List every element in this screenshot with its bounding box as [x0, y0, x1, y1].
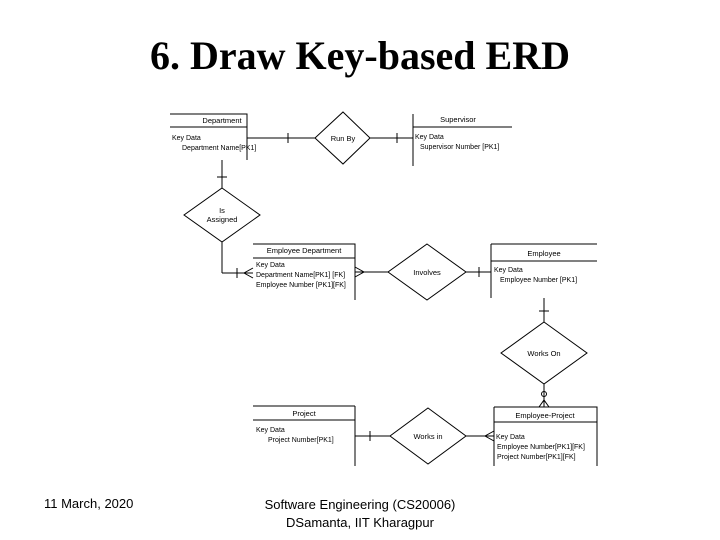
relationship-involves-diamond: [387, 243, 467, 301]
slide-title: 6. Draw Key-based ERD: [150, 33, 570, 78]
cardinality-many-mark: [538, 399, 550, 408]
footer-author: DSamanta, IIT Kharagpur: [286, 515, 434, 530]
relationship-works-in-label: Works in: [413, 432, 442, 441]
entity-supervisor-box: [412, 114, 512, 166]
entity-project-key-label: Key Data: [256, 427, 285, 434]
entity-supervisor-title: Supervisor: [440, 115, 476, 124]
relationship-works-in-diamond: [389, 407, 467, 465]
footer-date: 11 March, 2020: [44, 496, 134, 511]
entity-employee-project-attr-2: Project Number[PK1][FK]: [497, 454, 576, 461]
relationship-is-assigned-label-1: Is: [219, 206, 225, 215]
entity-employee-title: Employee: [527, 249, 560, 258]
cardinality-many-mark: [242, 267, 254, 279]
footer-credits: Software Engineering (CS20006) DSamanta,…: [230, 496, 490, 532]
entity-employee-attr: Employee Number [PK1]: [500, 277, 577, 284]
entity-employee-department-attr-2: Employee Number [PK1][FK]: [256, 282, 346, 289]
relationship-works-on-label: Works On: [527, 349, 560, 358]
relationship-run-by-label: Run By: [331, 134, 356, 143]
entity-project-title: Project: [292, 409, 316, 418]
entity-supervisor-key-label: Key Data: [415, 134, 444, 141]
entity-employee-box: [490, 243, 597, 298]
relationship-is-assigned-diamond: [183, 187, 261, 243]
entity-employee-key-label: Key Data: [494, 267, 523, 274]
cardinality-many-mark: [483, 430, 495, 442]
relationship-is-assigned-label-2: Assigned: [207, 215, 238, 224]
entity-project-attr: Project Number[PK1]: [268, 437, 334, 444]
entity-employee-department-attr-1: Department Name[PK1] [FK]: [256, 272, 345, 279]
entity-employee-project-title: Employee-Project: [515, 411, 575, 420]
relationship-involves-label: Involves: [413, 268, 441, 277]
cardinality-many-mark: [354, 266, 366, 278]
entity-supervisor-attr: Supervisor Number [PK1]: [420, 144, 499, 151]
entity-department-title: Department: [202, 116, 242, 125]
entity-employee-department-box: [253, 243, 356, 300]
footer-course: Software Engineering (CS20006): [264, 497, 456, 512]
entity-employee-department-key-label: Key Data: [256, 262, 285, 269]
entity-employee-project-box: [493, 406, 598, 466]
entity-employee-department-title: Employee Department: [267, 246, 343, 255]
entity-department-box: [170, 113, 248, 160]
relationship-works-on-diamond: [500, 321, 588, 385]
entity-department-attr: Department Name[PK1]: [182, 145, 256, 152]
entity-employee-project-attr-1: Employee Number[PK1][FK]: [497, 444, 585, 451]
relationship-run-by-diamond: [314, 111, 371, 165]
entity-department-key-label: Key Data: [172, 135, 201, 142]
entity-project-box: [253, 405, 356, 466]
cardinality-zero-mark: [541, 391, 547, 397]
entity-employee-project-key-label: Key Data: [496, 434, 525, 441]
